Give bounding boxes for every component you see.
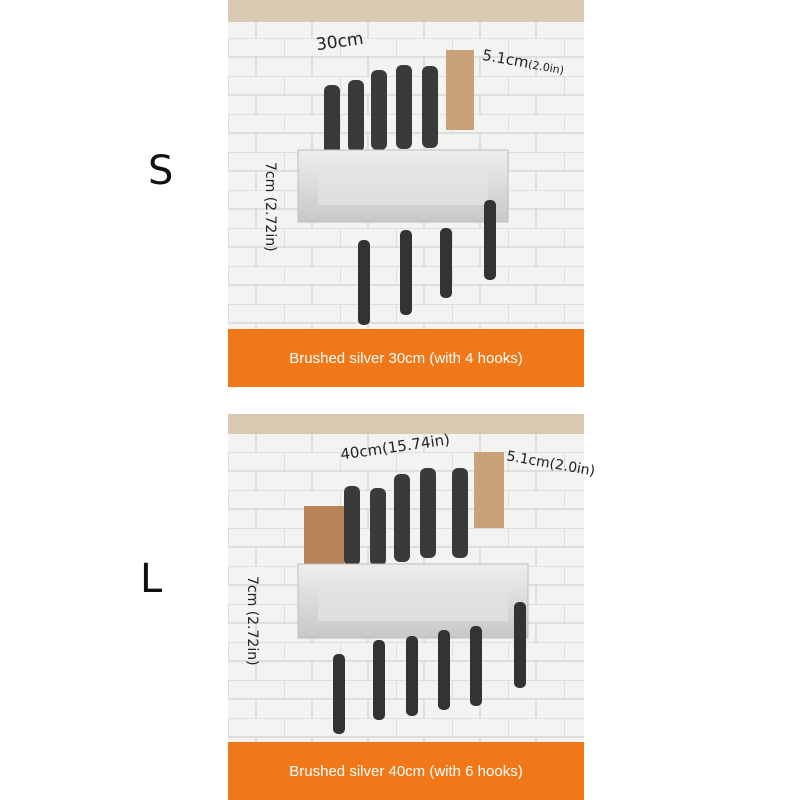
rack-photo-l: [228, 414, 584, 800]
height-dimension-l: 7cm (2.72in): [244, 576, 260, 666]
product-image-s: 30cm 5.1cm(2.0in) 7cm (2.72in) Brushed s…: [228, 0, 584, 387]
height-dimension-s: 7cm (2.72in): [262, 162, 278, 252]
variant-banner-s: Brushed silver 30cm (with 4 hooks): [228, 329, 584, 387]
variant-banner-l: Brushed silver 40cm (with 6 hooks): [228, 742, 584, 800]
hanging-tools-l: [333, 602, 526, 734]
banner-text-l: Brushed silver 40cm (with 6 hooks): [289, 762, 523, 780]
rack-photo-s: [228, 0, 584, 387]
banner-text-s: Brushed silver 30cm (with 4 hooks): [289, 349, 523, 367]
size-label-s: S: [148, 148, 174, 194]
size-label-l: L: [140, 556, 163, 602]
product-image-l: 40cm(15.74in) 5.1cm(2.0in) 7cm (2.72in) …: [228, 414, 596, 800]
knife-handles-s: [324, 50, 474, 155]
hanging-tools-s: [358, 200, 496, 325]
